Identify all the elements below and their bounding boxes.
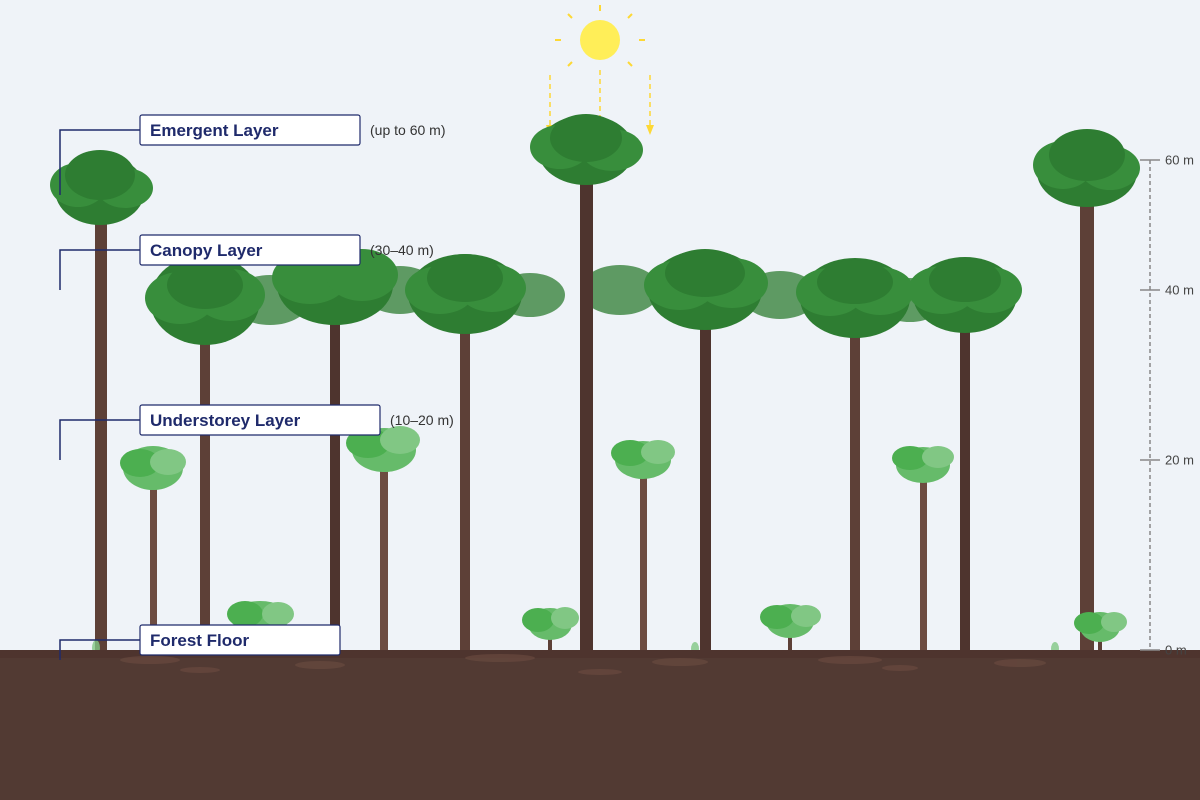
layer-name: Understorey Layer bbox=[150, 411, 301, 430]
sun-icon bbox=[555, 5, 645, 67]
layer-name: Emergent Layer bbox=[150, 121, 279, 140]
understorey-tree bbox=[892, 446, 954, 655]
emergent-tree bbox=[1033, 129, 1140, 655]
forest-floor-shrub bbox=[522, 607, 579, 655]
emergent-tree bbox=[50, 150, 153, 655]
emergent-tree bbox=[530, 114, 643, 655]
canopy-tree bbox=[908, 257, 1022, 655]
emergent-layer-label: Emergent Layer (up to 60 m) bbox=[59, 114, 445, 195]
canopy-layer-label: Canopy Layer (30–40 m) bbox=[59, 234, 434, 290]
canopy-tree bbox=[145, 255, 265, 655]
scale-tick-label: 20 m bbox=[1165, 453, 1194, 468]
layer-name: Canopy Layer bbox=[150, 241, 263, 260]
layer-height-range: (30–40 m) bbox=[370, 242, 434, 258]
forest-floor-shrub bbox=[1074, 612, 1127, 655]
scale-tick-label: 60 m bbox=[1165, 153, 1194, 168]
forest-floor-label: Forest Floor bbox=[59, 624, 341, 660]
layer-height-range: (10–20 m) bbox=[390, 412, 454, 428]
understorey-tree bbox=[346, 426, 420, 655]
understorey-layer-label: Understorey Layer (10–20 m) bbox=[59, 404, 454, 460]
canopy-tree bbox=[405, 254, 526, 655]
scale-tick-label: 0 m bbox=[1165, 643, 1187, 658]
layer-name: Forest Floor bbox=[150, 631, 250, 650]
understorey-tree bbox=[611, 440, 675, 655]
canopy-tree bbox=[796, 258, 914, 655]
understorey-tree bbox=[120, 446, 186, 655]
scale-tick-label: 40 m bbox=[1165, 283, 1194, 298]
forest-floor-shrub bbox=[760, 604, 821, 655]
layer-height-range: (up to 60 m) bbox=[370, 122, 445, 138]
canopy-tree bbox=[644, 249, 768, 655]
height-scale: 60 m 40 m 20 m 0 m bbox=[1140, 153, 1194, 658]
soil-ground bbox=[0, 650, 1200, 800]
